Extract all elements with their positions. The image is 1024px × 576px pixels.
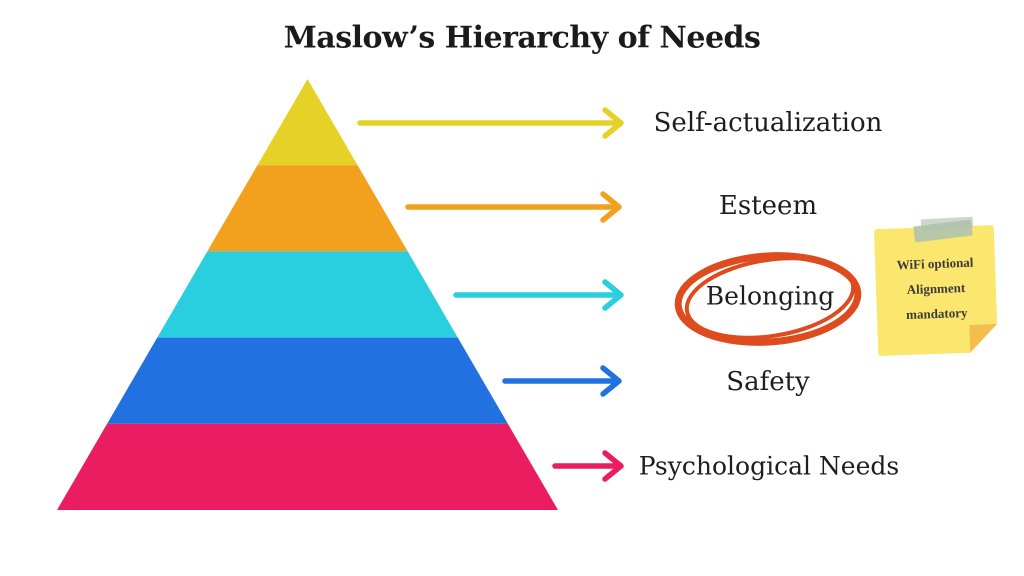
sticky-note-text: WiFi optional Alignment mandatory xyxy=(875,249,998,328)
sticky-note: WiFi optional Alignment mandatory xyxy=(874,225,998,356)
pyramid-level-self-actualization xyxy=(257,79,358,166)
arrow-esteem xyxy=(405,191,622,223)
pyramid-level-belonging xyxy=(157,251,458,338)
label-esteem: Esteem xyxy=(718,191,818,221)
arrow-psychological xyxy=(552,450,624,482)
arrow-safety xyxy=(502,365,622,397)
sticky-note-line-3: mandatory xyxy=(905,304,968,323)
label-belonging: Belonging xyxy=(705,281,835,311)
pyramid-level-psychological xyxy=(57,423,558,510)
label-psychological-needs: Psychological Needs xyxy=(638,451,900,481)
arrow-belonging xyxy=(453,279,624,311)
label-self-actualization: Self-actualization xyxy=(653,108,883,138)
pyramid-level-esteem xyxy=(207,165,408,252)
belonging-highlight-circle-icon xyxy=(674,252,862,346)
page-title: Maslow’s Hierarchy of Needs xyxy=(283,20,761,56)
label-safety: Safety xyxy=(726,367,810,397)
pyramid-level-safety xyxy=(107,337,508,424)
arrow-self-actualization xyxy=(357,107,624,139)
